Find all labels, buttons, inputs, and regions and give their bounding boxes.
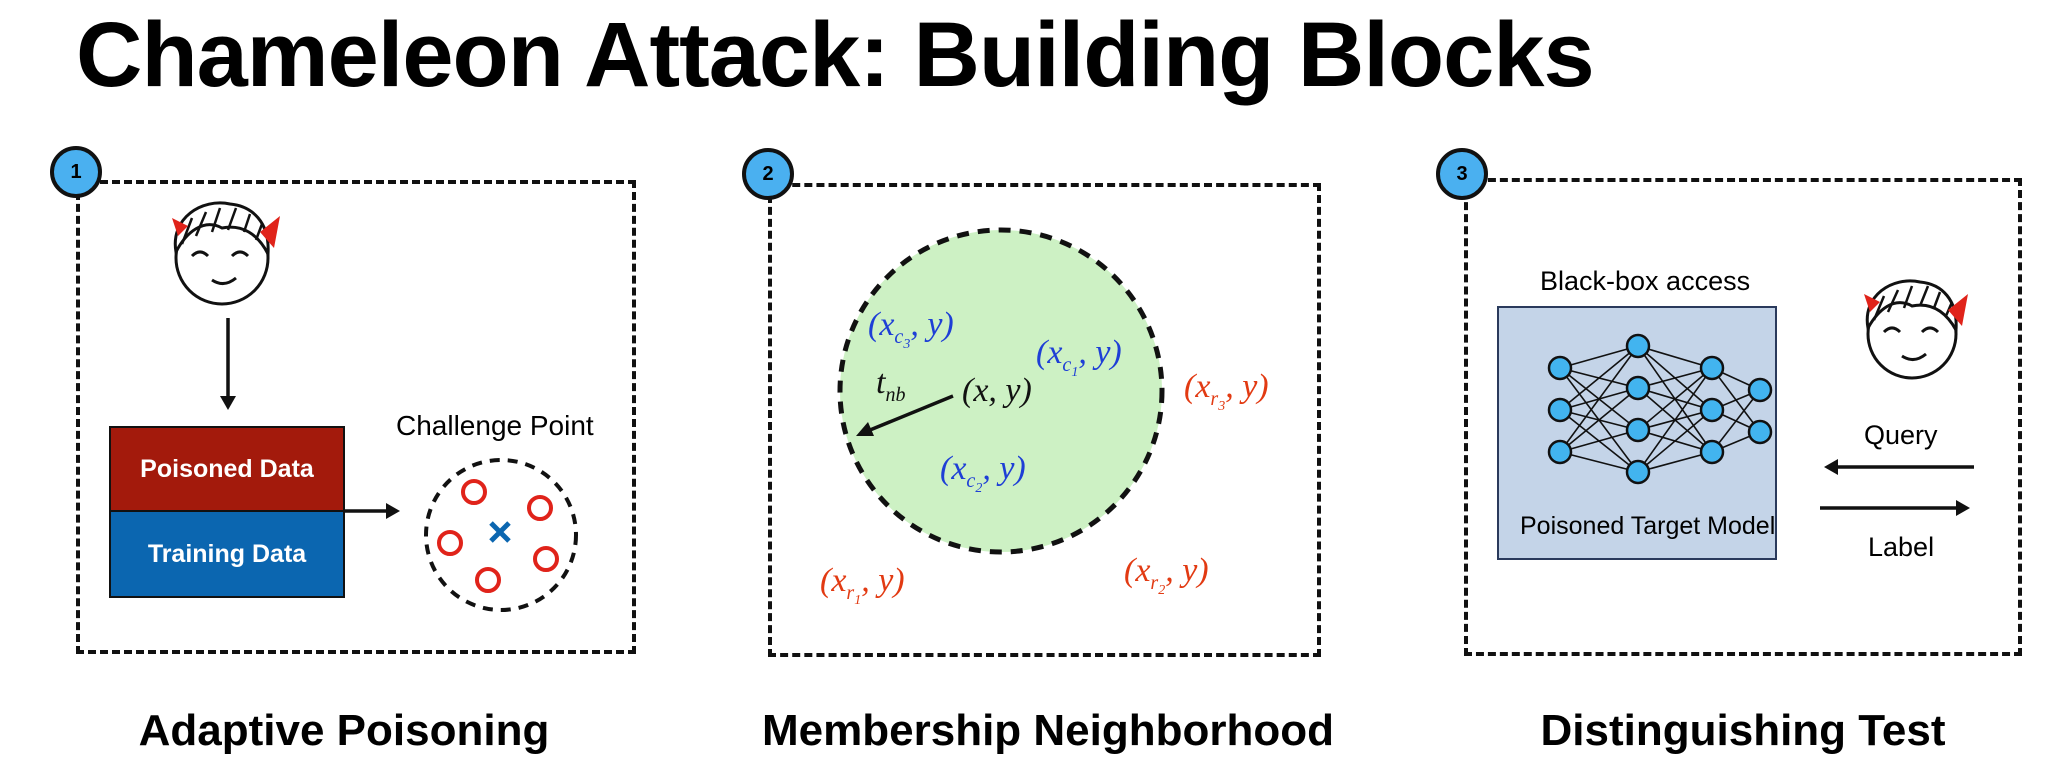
caption-distinguishing-test: Distinguishing Test	[1540, 706, 1946, 755]
step-badge-1: 1	[50, 146, 102, 198]
poisoned-data-block: Poisoned Data	[109, 426, 345, 512]
step-badge-2: 2	[742, 148, 794, 200]
step-badge-3: 3	[1436, 148, 1488, 200]
distinguishing-test-panel	[1464, 178, 2022, 656]
target-point-label: (x, y)	[962, 372, 1032, 409]
random-point-r3: (xr3, y)	[1184, 368, 1269, 414]
query-label: Query	[1864, 420, 1938, 450]
neighbor-point-c2: (xc2, y)	[940, 450, 1026, 496]
training-data-block: Training Data	[109, 510, 345, 598]
adaptive-poisoning-panel	[76, 180, 636, 654]
neighborhood-radius-label: tnb	[876, 364, 906, 406]
label-label: Label	[1868, 532, 1935, 562]
membership-neighborhood-panel	[768, 183, 1321, 657]
devil-face-icon	[1864, 279, 1968, 380]
caption-adaptive-poisoning: Adaptive Poisoning	[138, 706, 550, 755]
caption-membership-neighborhood: Membership Neighborhood	[762, 706, 1334, 755]
neighbor-point-c1: (xc1, y)	[1036, 334, 1122, 380]
black-box-access-label: Black-box access	[1540, 266, 1751, 296]
devil-face-icon	[172, 201, 280, 306]
random-point-r2: (xr2, y)	[1124, 552, 1209, 598]
random-point-r1: (xr1, y)	[820, 562, 905, 608]
neighbor-point-c3: (xc3, y)	[868, 306, 954, 352]
challenge-point-label: Challenge Point	[396, 410, 594, 441]
neural-network-icon	[1547, 333, 1773, 485]
target-model-label: Poisoned Target Model	[1520, 512, 1776, 540]
challenge-point-marker	[489, 521, 511, 543]
page-title: Chameleon Attack: Building Blocks	[76, 4, 1595, 106]
